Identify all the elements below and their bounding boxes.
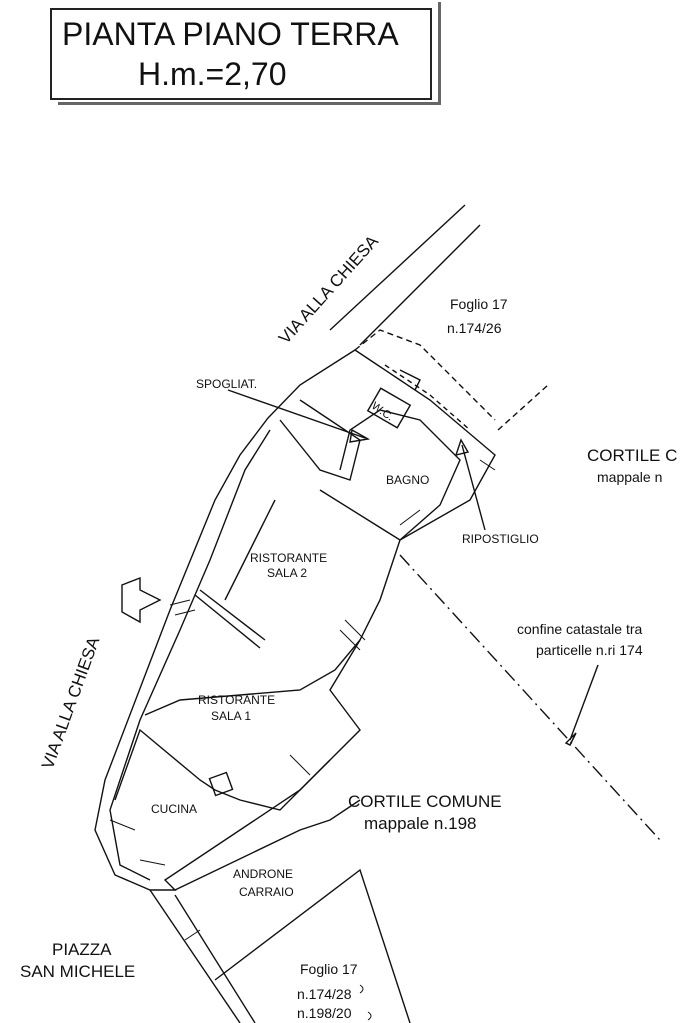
foglio-top: Foglio 17 <box>450 296 508 312</box>
piazza-label-2: SAN MICHELE <box>20 962 136 981</box>
arrow-head <box>564 732 577 746</box>
inner-wall <box>144 639 361 716</box>
outbuilding <box>384 364 471 431</box>
parcel-outline <box>214 868 411 1023</box>
room-label-androne-1: ANDRONE <box>233 867 294 881</box>
cortile-comune-1: CORTILE COMUNE <box>348 792 502 811</box>
confine-label-1: confine catastale tra <box>517 621 643 637</box>
inner-wall <box>194 594 261 649</box>
title-box: PIANTA PIANO TERRA H.m.=2,70 <box>50 8 432 100</box>
room-label-spogliatoio: SPOGLIAT. <box>196 377 258 391</box>
room-label-sala1-1: RISTORANTE <box>198 693 276 707</box>
street-line <box>149 889 241 1023</box>
plan-title: PIANTA PIANO TERRA <box>62 16 399 52</box>
street-line <box>329 204 466 331</box>
parcel-bottom-1: n.174/28 <box>297 986 352 1002</box>
entrance-arrow <box>399 369 421 391</box>
building-outline <box>94 349 496 891</box>
inner-wall <box>109 429 271 881</box>
room-label-cucina: CUCINA <box>151 802 198 816</box>
boundary-line <box>497 384 549 431</box>
inner-wall <box>224 499 276 601</box>
room-label-ripostiglio: RIPOSTIGLIO <box>462 532 539 546</box>
wc-block <box>366 387 412 429</box>
piazza-label-1: PIAZZA <box>52 940 112 959</box>
inner-wall <box>114 728 331 811</box>
arrow-head <box>454 438 470 456</box>
outbuilding <box>354 329 496 421</box>
foglio-bottom: Foglio 17 <box>300 961 358 977</box>
cortile-comune-2: mappale n.198 <box>364 814 477 833</box>
plan-height: H.m.=2,70 <box>138 56 287 92</box>
room-label-bagno: BAGNO <box>386 473 430 487</box>
cortile-right-2: mappale n <box>597 469 663 485</box>
confine-line <box>399 554 661 841</box>
inner-wall <box>319 409 461 541</box>
inner-wall <box>208 771 234 797</box>
title-box-shadow <box>58 2 441 105</box>
room-label-androne-2: CARRAIO <box>239 885 294 899</box>
leader-line <box>227 389 366 439</box>
arrow-head <box>349 428 371 443</box>
leader-line <box>569 664 599 741</box>
room-label-sala1-2: SALA 1 <box>211 709 252 723</box>
confine-label-2: particelle n.ri 174 <box>536 642 643 658</box>
parcel-top: n.174/26 <box>447 320 502 336</box>
androne-wall <box>174 799 361 891</box>
cortile-right-1: CORTILE C <box>587 446 678 465</box>
inner-wall <box>199 589 266 641</box>
leader-line <box>461 444 486 531</box>
room-label-sala2-1: RISTORANTE <box>250 551 328 565</box>
entrance-arrow <box>121 576 162 624</box>
room-label-sala2-2: SALA 2 <box>267 566 308 580</box>
parcel-bottom-2: n.198/20 <box>297 1005 352 1021</box>
street-line <box>174 894 256 1023</box>
inner-wall <box>279 399 361 481</box>
street-line <box>359 224 481 346</box>
